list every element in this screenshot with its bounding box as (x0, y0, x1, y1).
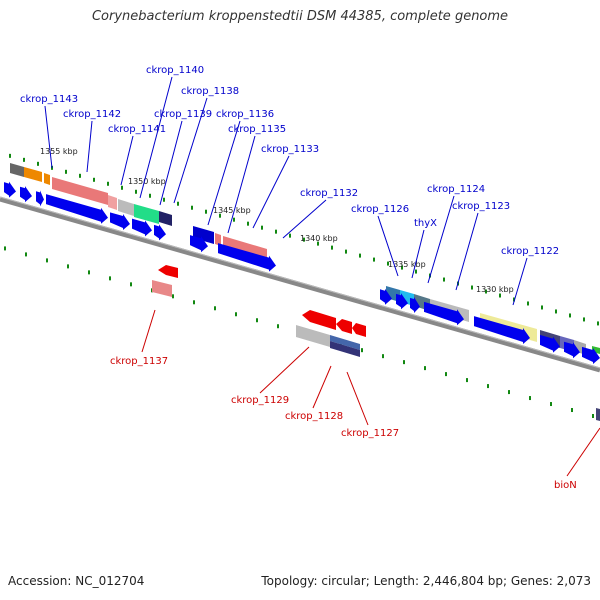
gene-label-thyX[interactable]: thyX (414, 218, 437, 229)
gene-label-ckrop-1128[interactable]: ckrop_1128 (285, 411, 343, 422)
feature-box (296, 325, 330, 347)
forward-cds-arrow (410, 296, 420, 313)
forward-cds-arrow (36, 190, 44, 207)
feature-box (24, 167, 42, 182)
gene-label-ckrop-1129[interactable]: ckrop_1129 (231, 395, 289, 406)
gene-label-ckrop-1124[interactable]: ckrop_1124 (427, 184, 485, 195)
gene-label-ckrop-1132[interactable]: ckrop_1132 (300, 188, 358, 199)
forward-cds-arrows (4, 181, 600, 365)
forward-cds-arrow (4, 181, 16, 198)
feature-box (134, 204, 159, 224)
gene-label-ckrop-1139[interactable]: ckrop_1139 (154, 109, 212, 120)
forward-cds-arrow (474, 316, 530, 345)
gene-label-ckrop-1138[interactable]: ckrop_1138 (181, 86, 239, 97)
gene-label-ckrop-1135[interactable]: ckrop_1135 (228, 124, 286, 135)
forward-cds-arrow (20, 186, 32, 203)
kbp-label-1345: 1345 kbp (213, 206, 251, 215)
forward-cds-arrow (132, 218, 152, 237)
feature-box (596, 408, 600, 421)
tick-marks (4, 153, 599, 419)
feature-box (108, 195, 117, 210)
kbp-label-1340: 1340 kbp (300, 234, 338, 243)
forward-cds-arrow (582, 346, 600, 365)
forward-cds-arrow (154, 224, 166, 241)
gene-label-ckrop-1143[interactable]: ckrop_1143 (20, 94, 78, 105)
feature-box (330, 335, 360, 350)
reverse-cds-arrow (302, 310, 336, 330)
gene-label-ckrop-1136[interactable]: ckrop_1136 (216, 109, 274, 120)
gene-label-ckrop-1123[interactable]: ckrop_1123 (452, 201, 510, 212)
gene-label-bioN[interactable]: bioN (554, 480, 577, 491)
feature-box (10, 163, 24, 177)
kbp-label-1355: 1355 kbp (40, 147, 78, 156)
gene-label-ckrop-1122[interactable]: ckrop_1122 (501, 246, 559, 257)
feature-box (118, 199, 134, 216)
forward-cds-arrow (380, 288, 392, 305)
forward-cds-arrow (46, 194, 108, 224)
kbp-label-1330: 1330 kbp (476, 285, 514, 294)
genome-backbone-highlight (0, 196, 600, 369)
gene-label-ckrop-1126[interactable]: ckrop_1126 (351, 204, 409, 215)
genome-backbone (0, 196, 600, 373)
kbp-label-1335: 1335 kbp (388, 260, 426, 269)
forward-cds-arrow (190, 235, 208, 253)
gene-label-ckrop-1127[interactable]: ckrop_1127 (341, 428, 399, 439)
feature-box (159, 211, 172, 226)
feature-box (152, 280, 172, 297)
gene-label-ckrop-1142[interactable]: ckrop_1142 (63, 109, 121, 120)
forward-cds-arrow (396, 293, 408, 310)
gene-label-ckrop-1141[interactable]: ckrop_1141 (108, 124, 166, 135)
reverse-cds-arrow (158, 265, 178, 278)
map-title: Corynebacterium kroppenstedtii DSM 44385… (91, 9, 509, 24)
reverse-cds-arrow (352, 323, 366, 337)
label-leader-lines (44, 76, 600, 477)
forward-cds-arrow (564, 341, 580, 359)
gene-label-ckrop-1137[interactable]: ckrop_1137 (110, 356, 168, 367)
feature-box (52, 177, 108, 205)
reverse-cds-arrow (336, 319, 352, 334)
forward-cds-arrow (218, 243, 276, 272)
feature-box (44, 173, 50, 185)
kbp-label-1350: 1350 kbp (128, 177, 166, 186)
forward-cds-arrow (540, 334, 560, 353)
gene-label-ckrop-1133[interactable]: ckrop_1133 (261, 144, 319, 155)
gene-label-ckrop-1140[interactable]: ckrop_1140 (146, 65, 204, 76)
forward-cds-arrow (110, 212, 130, 231)
forward-cds-arrow (424, 301, 464, 326)
accession-text: Accession: NC_012704 (8, 574, 145, 588)
feature-box (215, 233, 221, 246)
topology-text: Topology: circular; Length: 2,446,804 bp… (261, 574, 591, 588)
feature-box (330, 341, 360, 357)
reverse-features (152, 265, 600, 421)
